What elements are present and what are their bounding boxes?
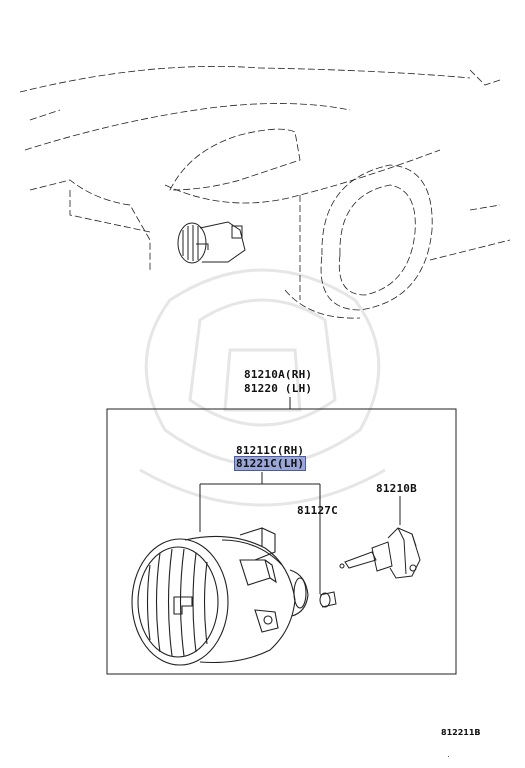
car-outline [19,66,511,319]
watermark [139,268,386,507]
stray-dot [448,756,449,757]
fog-lamp-on-car [177,221,246,264]
label-bulb: 81210B [376,482,417,495]
label-unit-rh: 81211C(RH) [236,444,305,457]
label-socket: 81127C [297,504,338,517]
diagram-reference: 812211B [441,728,481,737]
socket-part [319,590,337,608]
bulb-part [339,527,421,579]
fog-lamp-main [131,527,309,666]
label-assembly-rh: 81210A(RH) [244,368,313,381]
label-unit-lh: 81221C(LH) [233,456,307,471]
assembly-box [106,408,457,675]
unit-bracket [199,472,321,590]
label-assembly-lh: 81220 (LH) [244,382,313,395]
